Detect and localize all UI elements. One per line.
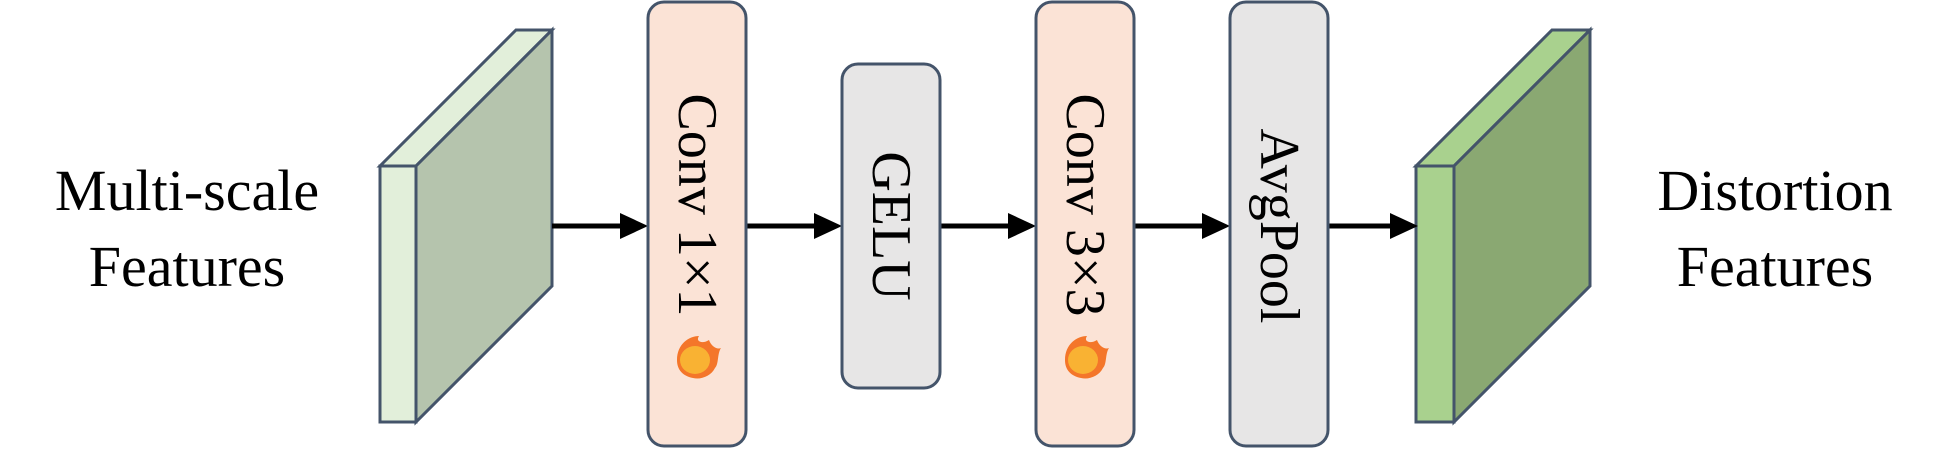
input-label-line1: Multi-scale (55, 158, 319, 223)
arrows (552, 213, 1418, 239)
fire-icon (677, 336, 721, 379)
output-feature-map-front (1414, 164, 1456, 424)
block-conv1x1-label: Conv 1×1 (666, 94, 728, 317)
arrow-input-to-conv1x1 (552, 213, 648, 239)
block-conv1x1-box (646, 0, 748, 448)
output-label-line2: Features (1677, 234, 1874, 299)
block-conv3x3-box (1034, 0, 1136, 448)
block-gelu: GELU (840, 62, 942, 390)
block-avgpool: AvgPool (1228, 0, 1330, 448)
fire-icon (1065, 336, 1109, 379)
arrow-conv1x1-to-gelu (746, 213, 842, 239)
block-conv3x3-label: Conv 3×3 (1054, 94, 1116, 317)
output-label-line1: Distortion (1657, 158, 1892, 223)
block-conv1x1: Conv 1×1 (646, 0, 748, 448)
block-gelu-box (840, 62, 942, 390)
block-gelu-label: GELU (860, 151, 922, 300)
input-label-line2: Features (89, 234, 286, 299)
input-feature-map-front (378, 164, 418, 424)
arrow-gelu-to-conv3x3 (940, 213, 1036, 239)
block-conv3x3: Conv 3×3 (1034, 0, 1136, 448)
arrow-avgpool-to-output (1328, 213, 1418, 239)
block-avgpool-box (1228, 0, 1330, 448)
arrow-conv3x3-to-avgpool (1134, 213, 1230, 239)
input-feature-map (376, 26, 556, 426)
output-feature-map (1412, 26, 1594, 426)
block-avgpool-label: AvgPool (1248, 129, 1310, 324)
